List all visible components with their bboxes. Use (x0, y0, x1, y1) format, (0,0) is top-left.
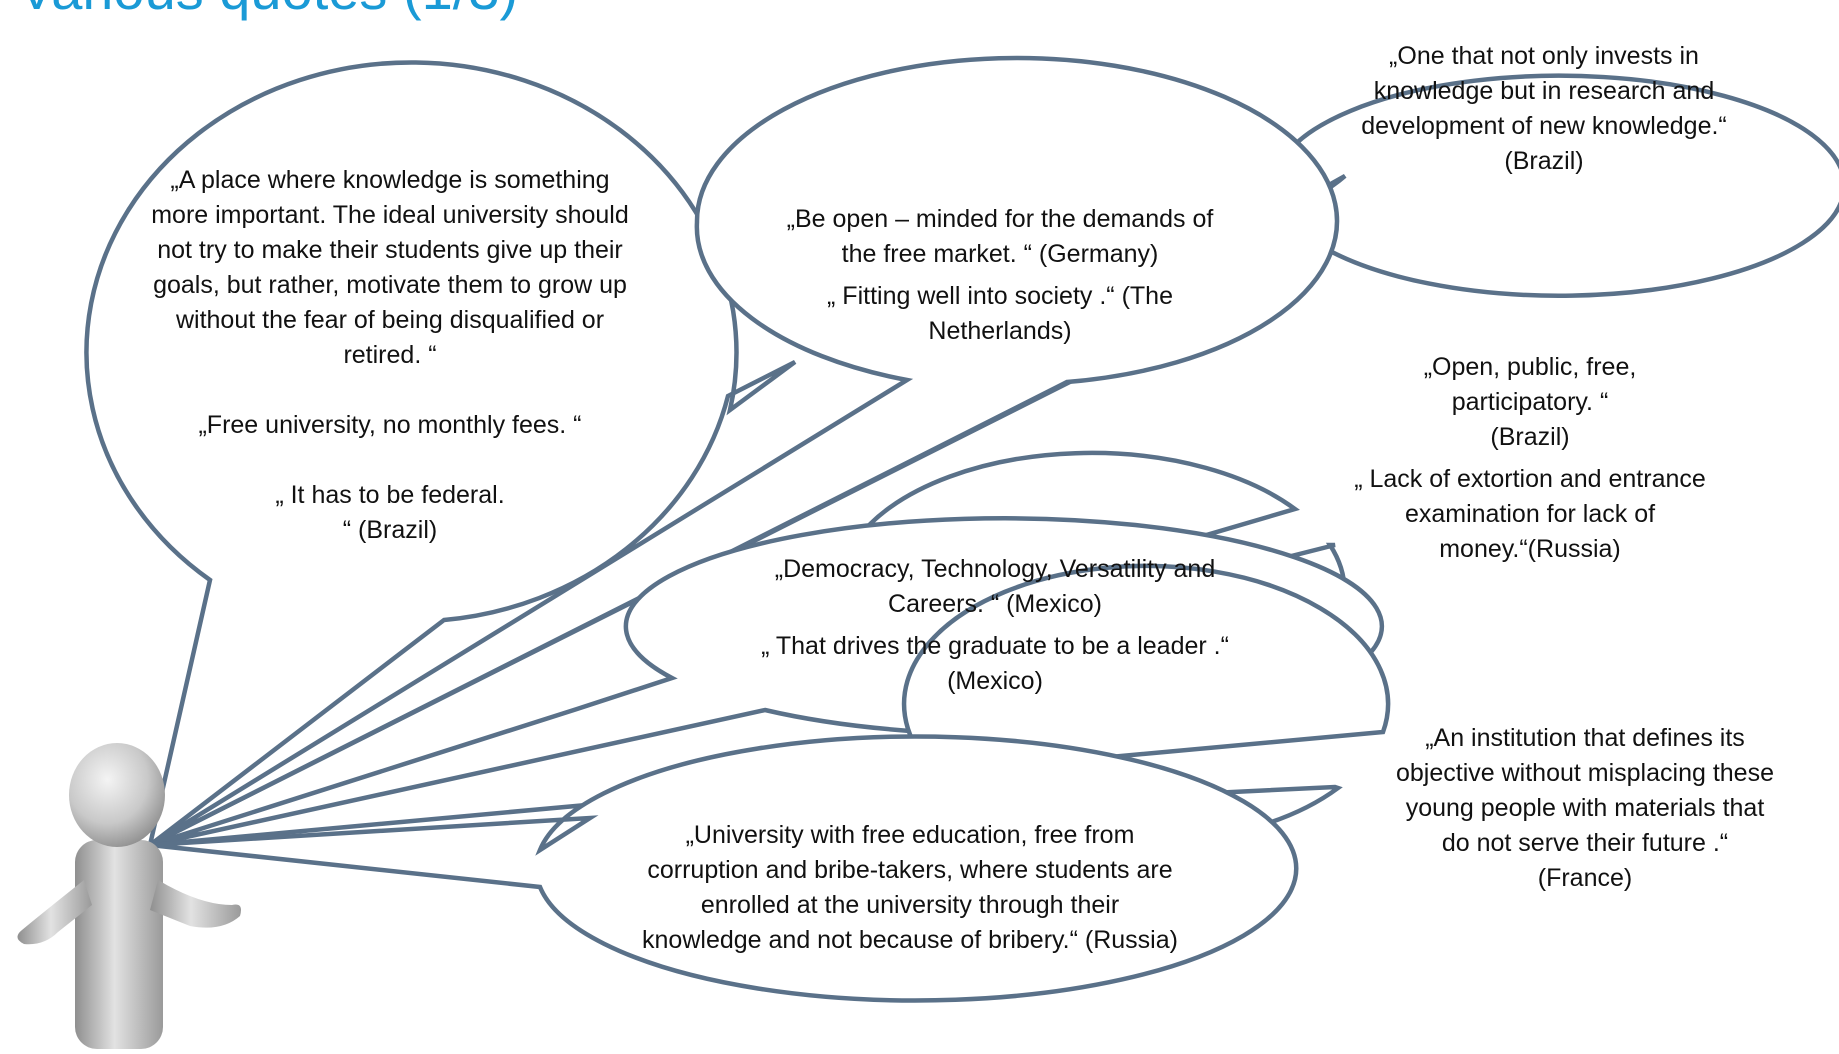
quote-text: „Open, public, free, participatory. “ (B… (1423, 352, 1637, 451)
quote-bubble-brazil-research: „One that not only invests in knowledge … (1355, 36, 1733, 182)
quote-text: „Be open – minded for the demands of the… (786, 204, 1214, 268)
quote-text: „ It has to be federal. “ (Brazil) (275, 480, 505, 544)
quote-text: „An institution that defines its objecti… (1396, 723, 1774, 892)
quote-text: „Free university, no monthly fees. “ (198, 410, 582, 439)
bubble-shape-brazil-research (148, 73, 1839, 848)
quote-text: „One that not only invests in knowledge … (1361, 42, 1727, 175)
quote-text: „ Lack of extortion and entrance examina… (1354, 464, 1706, 563)
quote-bubble-brazil-russia: „Open, public, free, participatory. “ (B… (1345, 353, 1715, 563)
quote-text: „Democracy, Technology, Versatility and … (774, 554, 1216, 618)
quote-bubble-russia: „University with free education, free fr… (640, 793, 1180, 983)
quote-text: „University with free education, free fr… (642, 821, 1178, 954)
person-shrugging-figure (17, 743, 241, 1049)
bubble-shape-russia (149, 734, 1299, 1003)
slide-title: Various quotes (1/3) (18, 0, 518, 18)
bubble-shape-germany-netherlands (148, 55, 1340, 848)
quote-bubble-mexico: „Democracy, Technology, Versatility and … (735, 545, 1255, 705)
quote-bubble-germany-netherlands: „Be open – minded for the demands of the… (755, 195, 1245, 355)
quote-text: „ That drives the graduate to be a leade… (761, 631, 1229, 695)
quote-bubble-france: „An institution that defines its objecti… (1395, 718, 1775, 898)
quote-bubble-brazil-left: „A place where knowledge is something mo… (145, 155, 635, 555)
quote-text: „ Fitting well into society .“ (The Neth… (827, 281, 1173, 345)
bubble-shape-brazil-left (84, 60, 797, 851)
quote-text: „A place where knowledge is something mo… (151, 165, 629, 369)
